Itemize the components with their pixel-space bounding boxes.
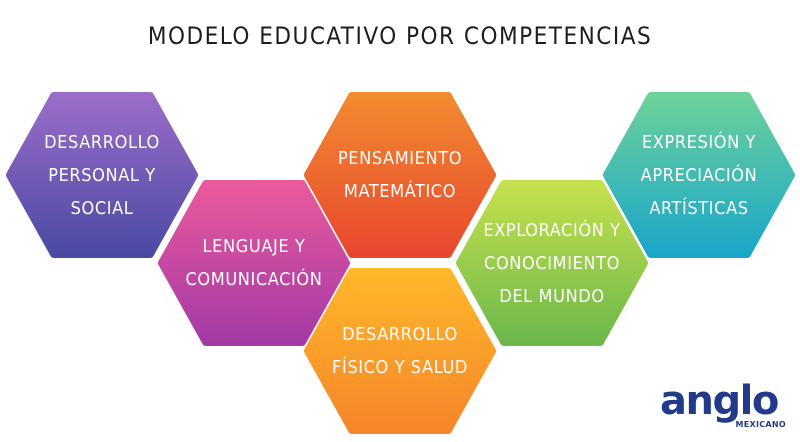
hexagon-shape: [158, 180, 350, 346]
hexagon-label: EXPLORACIÓN Y CONOCIMIENTO DEL MUNDO: [483, 219, 621, 307]
hexagon-fill: [456, 180, 648, 346]
hexagon-expresion-apreciacion: EXPRESIÓN Y APRECIACIÓN ARTÍSTICAS: [603, 92, 795, 258]
hexagon-fill: [158, 180, 350, 346]
hexagon-shape: [6, 92, 198, 258]
hexagon-fill: [304, 268, 496, 434]
hexagon-desarrollo-personal-social: DESARROLLO PERSONAL Y SOCIAL: [6, 92, 198, 258]
hexagon-desarrollo-fisico-salud: DESARROLLO FÍSICO Y SALUD: [304, 268, 496, 434]
hexagon-fill: [304, 92, 496, 258]
hexagon-fill: [603, 92, 795, 258]
hexagon-label: DESARROLLO PERSONAL Y SOCIAL: [44, 131, 160, 219]
anglo-mexicano-logo: anglo MEXICANO: [660, 378, 790, 434]
diagram-title: MODELO EDUCATIVO POR COMPETENCIAS: [147, 22, 653, 50]
hexagon-pensamiento-matematico: PENSAMIENTO MATEMÁTICO: [304, 92, 496, 258]
logo-wordmark: anglo: [660, 378, 779, 424]
logo-subtitle: MEXICANO: [735, 420, 786, 429]
hexagon-shape: [304, 268, 496, 434]
hexagon-shape: [456, 180, 648, 346]
hexagon-label: PENSAMIENTO MATEMÁTICO: [337, 148, 463, 202]
hexagon-exploracion-conocimiento: EXPLORACIÓN Y CONOCIMIENTO DEL MUNDO: [456, 180, 648, 346]
hexagon-shape: [304, 92, 496, 258]
hexagon-lenguaje-comunicacion: LENGUAJE Y COMUNICACIÓN: [158, 180, 350, 346]
hexagon-label: DESARROLLO FÍSICO Y SALUD: [332, 324, 468, 378]
hexagon-label: LENGUAJE Y COMUNICACIÓN: [185, 236, 323, 290]
hexagon-label: EXPRESIÓN Y APRECIACIÓN ARTÍSTICAS: [640, 131, 758, 219]
hexagon-fill: [6, 92, 198, 258]
hexagon-shape: [603, 92, 795, 258]
